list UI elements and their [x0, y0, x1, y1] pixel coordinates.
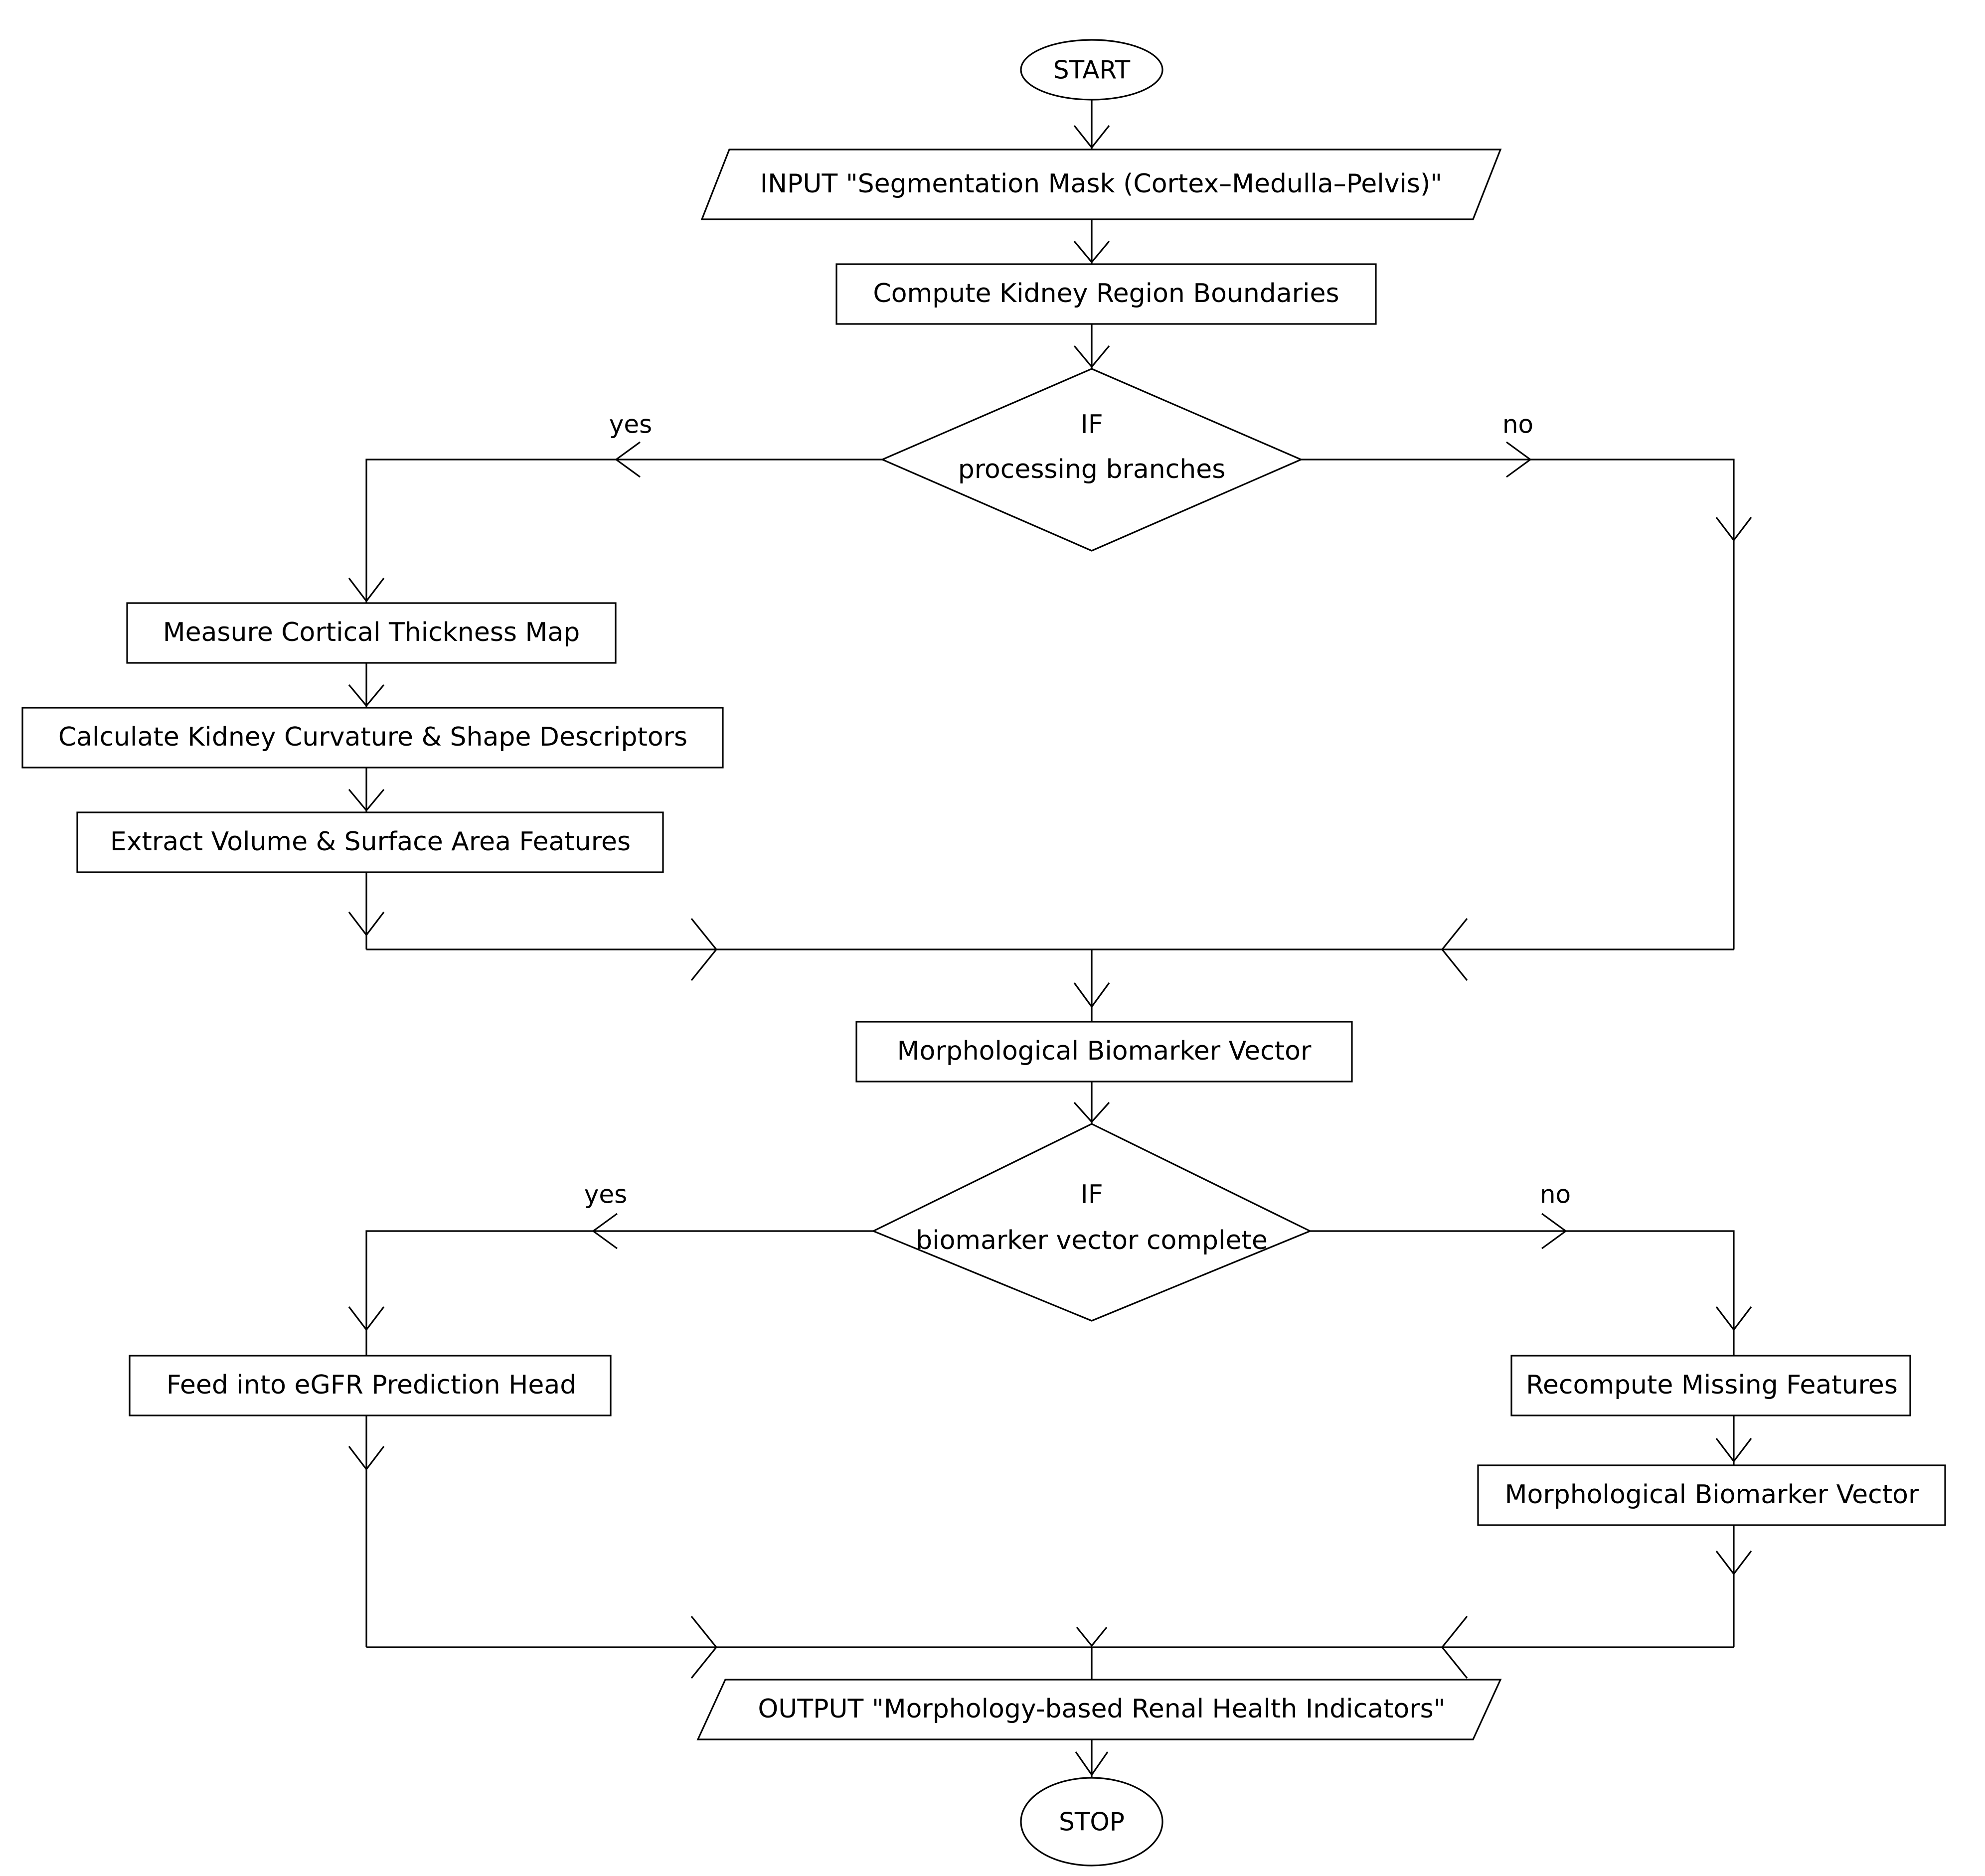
edge-decision1-yes: [348, 441, 882, 603]
edge-curvature-to-volume: [348, 768, 385, 812]
node-output-label: OUTPUT "Morphology-based Renal Health In…: [758, 1694, 1445, 1724]
edge-start-to-input: [1073, 99, 1110, 150]
node-decision-processing-branches[interactable]: IF processing branches: [880, 368, 1304, 552]
node-volume-surface[interactable]: Extract Volume & Surface Area Features: [76, 811, 664, 873]
edge-input-to-compute: [1073, 219, 1110, 264]
edge-decision2-no: [1310, 1213, 1752, 1356]
edge-recompute-to-biomarker2: [1715, 1415, 1752, 1465]
node-stop-label: STOP: [1059, 1808, 1125, 1837]
node-curvature-shape-label: Calculate Kidney Curvature & Shape Descr…: [58, 722, 687, 752]
branch-label-decision1-no: no: [1502, 410, 1533, 439]
node-decision1-keyword: IF: [1080, 410, 1103, 440]
node-output[interactable]: OUTPUT "Morphology-based Renal Health In…: [696, 1679, 1502, 1740]
node-decision2-condition: biomarker vector complete: [916, 1226, 1268, 1255]
node-stop[interactable]: STOP: [1020, 1777, 1163, 1867]
edge-biomarker-to-decision2: [1073, 1082, 1110, 1124]
node-input[interactable]: INPUT "Segmentation Mask (Cortex–Medulla…: [700, 149, 1502, 220]
node-cortical-thickness[interactable]: Measure Cortical Thickness Map: [126, 602, 617, 664]
node-recompute-missing-label: Recompute Missing Features: [1526, 1370, 1898, 1400]
edge-cortical-to-curvature: [348, 663, 385, 708]
node-biomarker-vector[interactable]: Morphological Biomarker Vector: [855, 1021, 1353, 1083]
node-egfr-head[interactable]: Feed into eGFR Prediction Head: [129, 1355, 612, 1416]
node-compute-boundaries[interactable]: Compute Kidney Region Boundaries: [835, 263, 1377, 325]
node-decision2-keyword: IF: [1080, 1180, 1103, 1210]
node-curvature-shape[interactable]: Calculate Kidney Curvature & Shape Descr…: [21, 707, 724, 769]
node-volume-surface-label: Extract Volume & Surface Area Features: [110, 827, 631, 857]
node-start[interactable]: START: [1020, 39, 1163, 101]
node-compute-boundaries-label: Compute Kidney Region Boundaries: [873, 279, 1339, 309]
edge-decision2-yes: [348, 1213, 873, 1356]
node-egfr-head-label: Feed into eGFR Prediction Head: [166, 1370, 576, 1400]
merge-bar-upper: [366, 918, 1734, 1022]
node-decision1-condition: processing branches: [958, 455, 1226, 484]
merge-bar-lower: [366, 1615, 1734, 1680]
edge-volume-to-merge1: [348, 872, 385, 949]
node-cortical-thickness-label: Measure Cortical Thickness Map: [163, 618, 580, 647]
edge-compute-to-decision1: [1073, 324, 1110, 369]
node-decision-biomarker-complete[interactable]: IF biomarker vector complete: [871, 1123, 1312, 1322]
edge-egfr-to-merge2: [348, 1415, 385, 1647]
node-biomarker-vector-2[interactable]: Morphological Biomarker Vector: [1477, 1464, 1946, 1526]
node-biomarker-vector-label: Morphological Biomarker Vector: [897, 1036, 1312, 1066]
edge-output-to-stop: [1075, 1739, 1109, 1777]
node-recompute-missing[interactable]: Recompute Missing Features: [1510, 1355, 1911, 1416]
node-biomarker-vector-2-label: Morphological Biomarker Vector: [1505, 1480, 1919, 1510]
branch-label-decision2-yes: yes: [584, 1180, 627, 1209]
edge-decision1-no: [1301, 441, 1752, 949]
branch-label-decision2-no: no: [1540, 1180, 1571, 1209]
edge-biomarker2-to-merge2: [1715, 1525, 1752, 1647]
node-start-label: START: [1053, 56, 1131, 85]
branch-label-decision1-yes: yes: [609, 410, 652, 439]
node-input-label: INPUT "Segmentation Mask (Cortex–Medulla…: [760, 169, 1442, 199]
